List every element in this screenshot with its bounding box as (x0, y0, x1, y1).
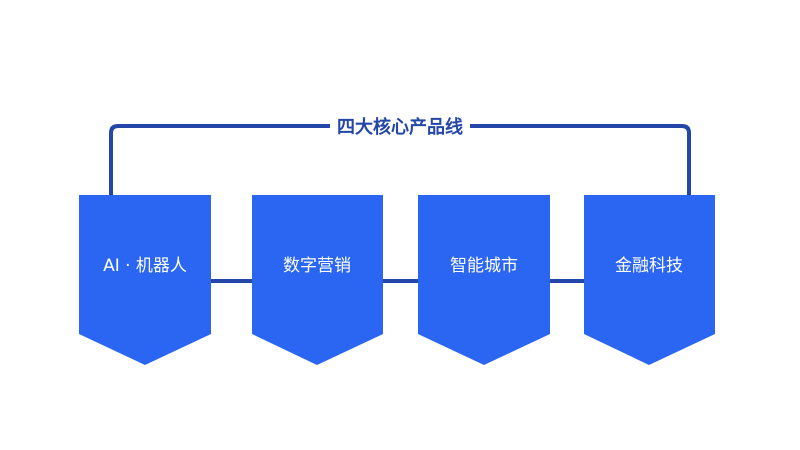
product-line-label: 金融科技 (615, 256, 683, 276)
title-background (330, 113, 470, 139)
product-line-card-1: AI · 机器人 (79, 195, 211, 365)
product-line-card-shape (79, 195, 211, 365)
product-line-card-2: 数字营销 (252, 195, 383, 365)
diagram-title: 四大核心产品线 (337, 116, 463, 138)
product-line-card-shape (584, 195, 715, 365)
product-line-card-shape (252, 195, 383, 365)
product-line-label: AI · 机器人 (103, 256, 187, 276)
product-line-card-4: 金融科技 (584, 195, 715, 365)
product-line-card-3: 智能城市 (418, 195, 550, 365)
product-line-label: 数字营销 (283, 256, 351, 276)
product-line-card-shape (418, 195, 550, 365)
product-line-label: 智能城市 (450, 256, 518, 276)
